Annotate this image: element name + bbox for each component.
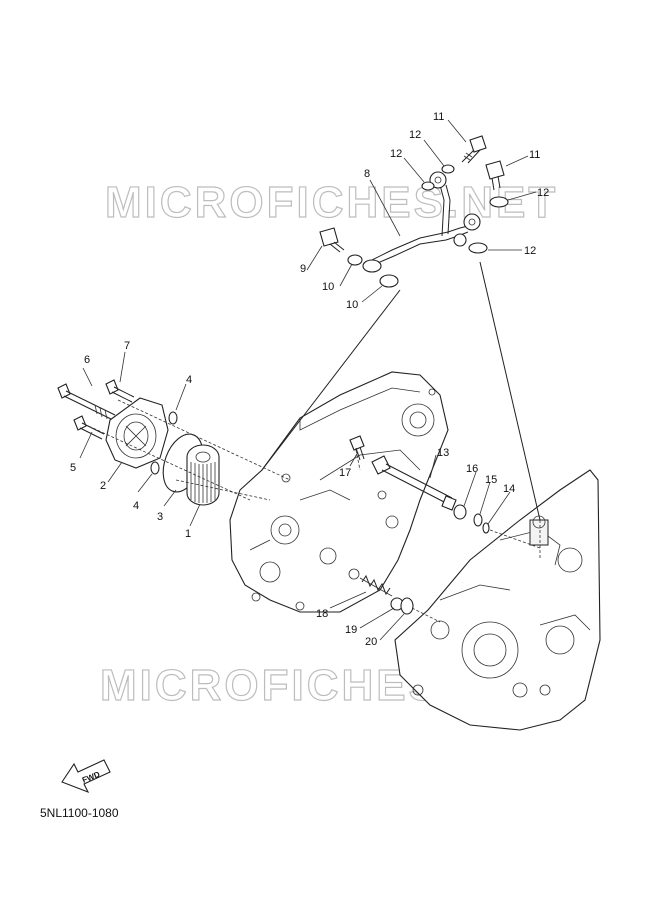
label-1: 1 (185, 528, 191, 540)
label-6: 6 (84, 354, 90, 366)
watermark-top: MICROFICHES.NET (105, 178, 558, 227)
part-4-o-ring-upper (168, 411, 178, 425)
label-13: 13 (437, 447, 449, 459)
label-12-a: 12 (409, 129, 421, 141)
part-12-washer-a (441, 164, 455, 174)
part-1-oil-filter (186, 444, 220, 506)
label-10-b: 10 (346, 299, 358, 311)
label-16: 16 (466, 463, 478, 475)
part-9-union-bolt (319, 227, 345, 253)
part-10-washer-a (347, 254, 363, 266)
label-12-b: 12 (390, 148, 402, 160)
part-12-washer-b (421, 181, 435, 191)
part-13-oil-strainer (371, 455, 457, 511)
part-11-bolt-right (485, 160, 505, 191)
label-11-a: 11 (433, 111, 444, 123)
part-10-washer-c (379, 274, 399, 288)
label-3: 3 (157, 511, 163, 523)
part-5-bolt (73, 415, 105, 440)
label-20: 20 (365, 636, 377, 648)
part-labels: 1 2 3 4 4 5 6 7 8 9 10 10 11 11 12 12 12… (70, 111, 549, 648)
label-12-c: 12 (537, 187, 549, 199)
label-9: 9 (300, 263, 306, 275)
label-8: 8 (364, 168, 370, 180)
label-4-lower: 4 (133, 500, 139, 512)
part-4-o-ring-lower (150, 461, 160, 475)
part-8-oil-pipe (365, 171, 481, 269)
label-11-b: 11 (529, 149, 540, 161)
part-10-washer-b (362, 259, 382, 273)
crankcase-right-half (394, 469, 601, 731)
label-17: 17 (339, 467, 351, 479)
part-7-bolt (105, 379, 135, 403)
label-18: 18 (316, 608, 328, 620)
label-5: 5 (70, 462, 76, 474)
part-15-o-ring (473, 513, 483, 527)
label-19: 19 (345, 624, 357, 636)
leader-lines (79, 119, 537, 641)
part-16-o-ring (453, 504, 467, 520)
part-12-washer-d (468, 242, 488, 254)
part-2-filter-cover (105, 397, 169, 469)
assembly-lines (83, 261, 541, 623)
label-14: 14 (503, 483, 515, 495)
label-15: 15 (485, 474, 497, 486)
part-14-o-ring (482, 522, 490, 534)
part-6-bolt (57, 383, 116, 421)
part-12-washer-c (489, 196, 509, 208)
part-18-spring (359, 574, 393, 597)
label-4-upper: 4 (186, 374, 192, 386)
fwd-arrow-icon: FWD (61, 759, 111, 794)
label-12-d: 12 (524, 245, 536, 257)
part-11-bolt-left (461, 135, 487, 164)
diagram-code: 5NL1100-1080 (40, 806, 119, 820)
part-17-bolt (349, 435, 365, 461)
part-20-plug (400, 597, 414, 615)
label-7: 7 (124, 340, 130, 352)
label-2: 2 (100, 480, 106, 492)
label-10-a: 10 (322, 281, 334, 293)
crankcase-left-half (229, 371, 449, 613)
